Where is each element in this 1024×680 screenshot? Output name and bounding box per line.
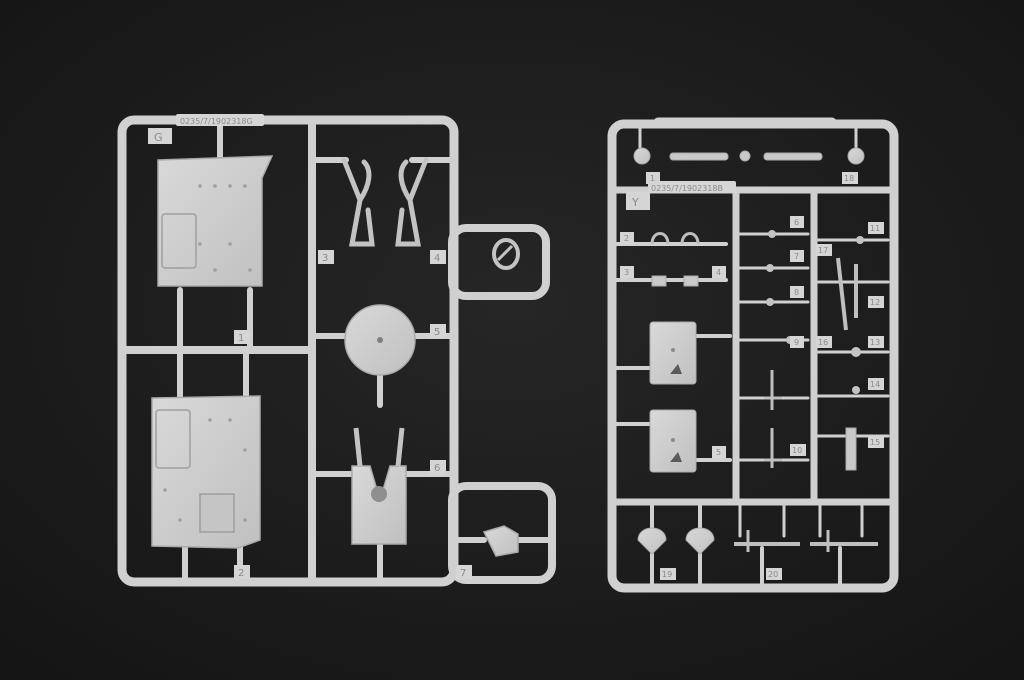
sprue-y-part-num-8: 8 [794, 288, 799, 297]
sprue-y-part-num-18: 18 [844, 174, 854, 183]
sprue-y-part-num-12: 12 [870, 298, 880, 307]
sprue-y-part-num-19: 19 [662, 570, 672, 579]
sprue-y-part-num-20: 20 [768, 570, 778, 579]
sprue-y-part-num-6: 6 [794, 218, 799, 227]
sprue-y-letter: Y [631, 196, 639, 209]
knob-part [768, 230, 776, 238]
sprue-g-parts [151, 155, 520, 557]
small-wheel-part [633, 147, 651, 165]
sprue-g-part-num-5: 5 [434, 327, 440, 338]
sprue-y [607, 117, 899, 593]
frame-legs-part [341, 157, 429, 247]
sprue-y-labels: Y 0235/7/1902318B 2 3 4 5 6 7 8 9 10 11 … [620, 172, 884, 580]
bracket-part [351, 427, 407, 545]
fan-part [685, 527, 715, 555]
sprue-y-part-num-3: 3 [624, 268, 629, 277]
small-bracket-part [482, 525, 519, 557]
sprue-g-part-num-1: 1 [238, 333, 244, 344]
sprue-y-part-num-5: 5 [716, 448, 721, 457]
armor-plate-hatch-part [151, 395, 261, 549]
sprue-y-part-num-17: 17 [818, 246, 828, 255]
clip-part [683, 275, 699, 287]
sprue-g-part-num-4: 4 [434, 253, 440, 264]
sprue-y-part-num-1: 1 [650, 174, 655, 183]
clip-part [651, 275, 667, 287]
bar-part [669, 152, 729, 161]
sprue-y-part-num-4: 4 [716, 268, 721, 277]
knob-part [766, 264, 774, 272]
sprue-y-code: 0235/7/1902318B [651, 184, 723, 193]
pin-part [739, 150, 751, 162]
sprue-y-part-num-16: 16 [818, 338, 828, 347]
lever-part [764, 370, 782, 410]
handle-part [845, 427, 857, 471]
sprue-g-part-num-3: 3 [322, 253, 328, 264]
hook-part [650, 232, 700, 245]
sprue-g-part-num-6: 6 [434, 463, 440, 474]
bar-part [763, 152, 823, 161]
sprue-y-part-num-9: 9 [794, 338, 799, 347]
sprue-g-part-num-2: 2 [238, 568, 244, 579]
sprue-y-part-num-11: 11 [870, 224, 880, 233]
sprue-g-tab-upper [448, 224, 550, 300]
small-ring-part [492, 238, 520, 270]
sprue-g-tab-lower [448, 482, 556, 584]
mount-plate-part [649, 409, 697, 473]
small-wheel-part [847, 147, 865, 165]
knob-part [851, 347, 861, 357]
sprue-y-part-num-10: 10 [792, 446, 802, 455]
sprue-g-part-num-7: 7 [460, 568, 466, 579]
sprue-y-part-num-2: 2 [624, 234, 629, 243]
sprue-g-labels: G 0235/7/1902318G 1 2 3 4 5 6 7 [148, 114, 472, 579]
lever-part [764, 428, 782, 468]
mount-plate-part [649, 321, 697, 385]
sprue-g-letter: G [154, 131, 163, 144]
sprue-y-part-num-15: 15 [870, 438, 880, 447]
knob-part [856, 236, 864, 244]
sprue-y-part-num-7: 7 [794, 252, 799, 261]
sprue-y-part-num-14: 14 [870, 380, 880, 389]
knob-part [766, 298, 774, 306]
disc-part [344, 304, 416, 376]
fan-part [637, 527, 667, 555]
knob-part [852, 386, 860, 394]
sprue-y-parts [633, 147, 878, 555]
armor-plate-part [157, 155, 274, 287]
sprue-y-part-num-13: 13 [870, 338, 880, 347]
rod-part [836, 257, 858, 331]
sprue-g-code: 0235/7/1902318G [180, 117, 253, 126]
